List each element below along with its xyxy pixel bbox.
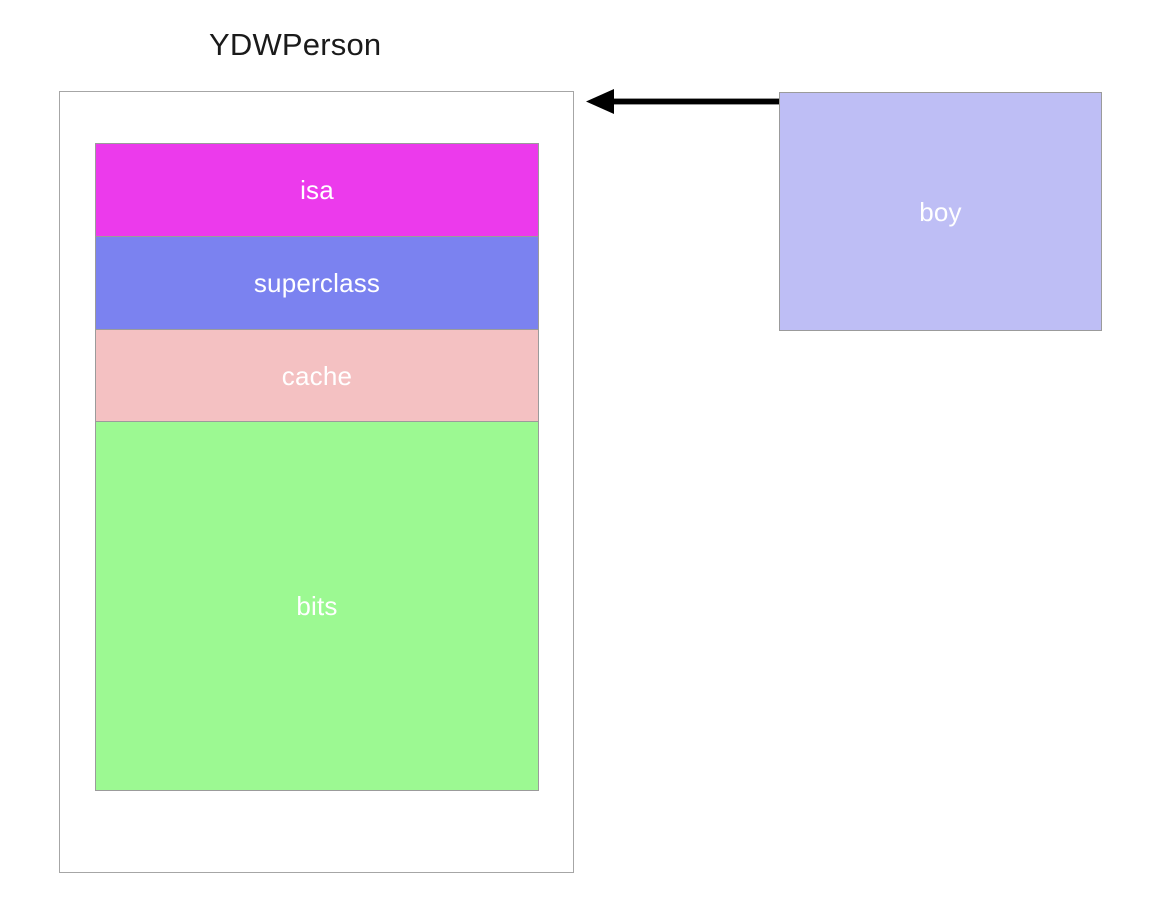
class-member-cache[interactable]: cache <box>95 329 539 422</box>
class-member-bits-label: bits <box>296 591 338 621</box>
class-member-isa[interactable]: isa <box>95 143 539 237</box>
class-member-isa-label: isa <box>300 175 334 205</box>
instance-box-label: boy <box>919 196 962 227</box>
class-member-superclass-label: superclass <box>253 268 381 298</box>
class-member-bits[interactable]: bits <box>95 421 539 791</box>
class-member-cache-label: cache <box>281 360 353 391</box>
instance-box-boy[interactable]: boy <box>779 92 1102 331</box>
class-member-stack: isa superclass cache bits <box>95 143 539 793</box>
class-member-superclass[interactable]: superclass <box>95 236 539 330</box>
isa-pointer-arrow-icon <box>586 89 780 114</box>
page-title: YDWPerson <box>209 27 382 62</box>
